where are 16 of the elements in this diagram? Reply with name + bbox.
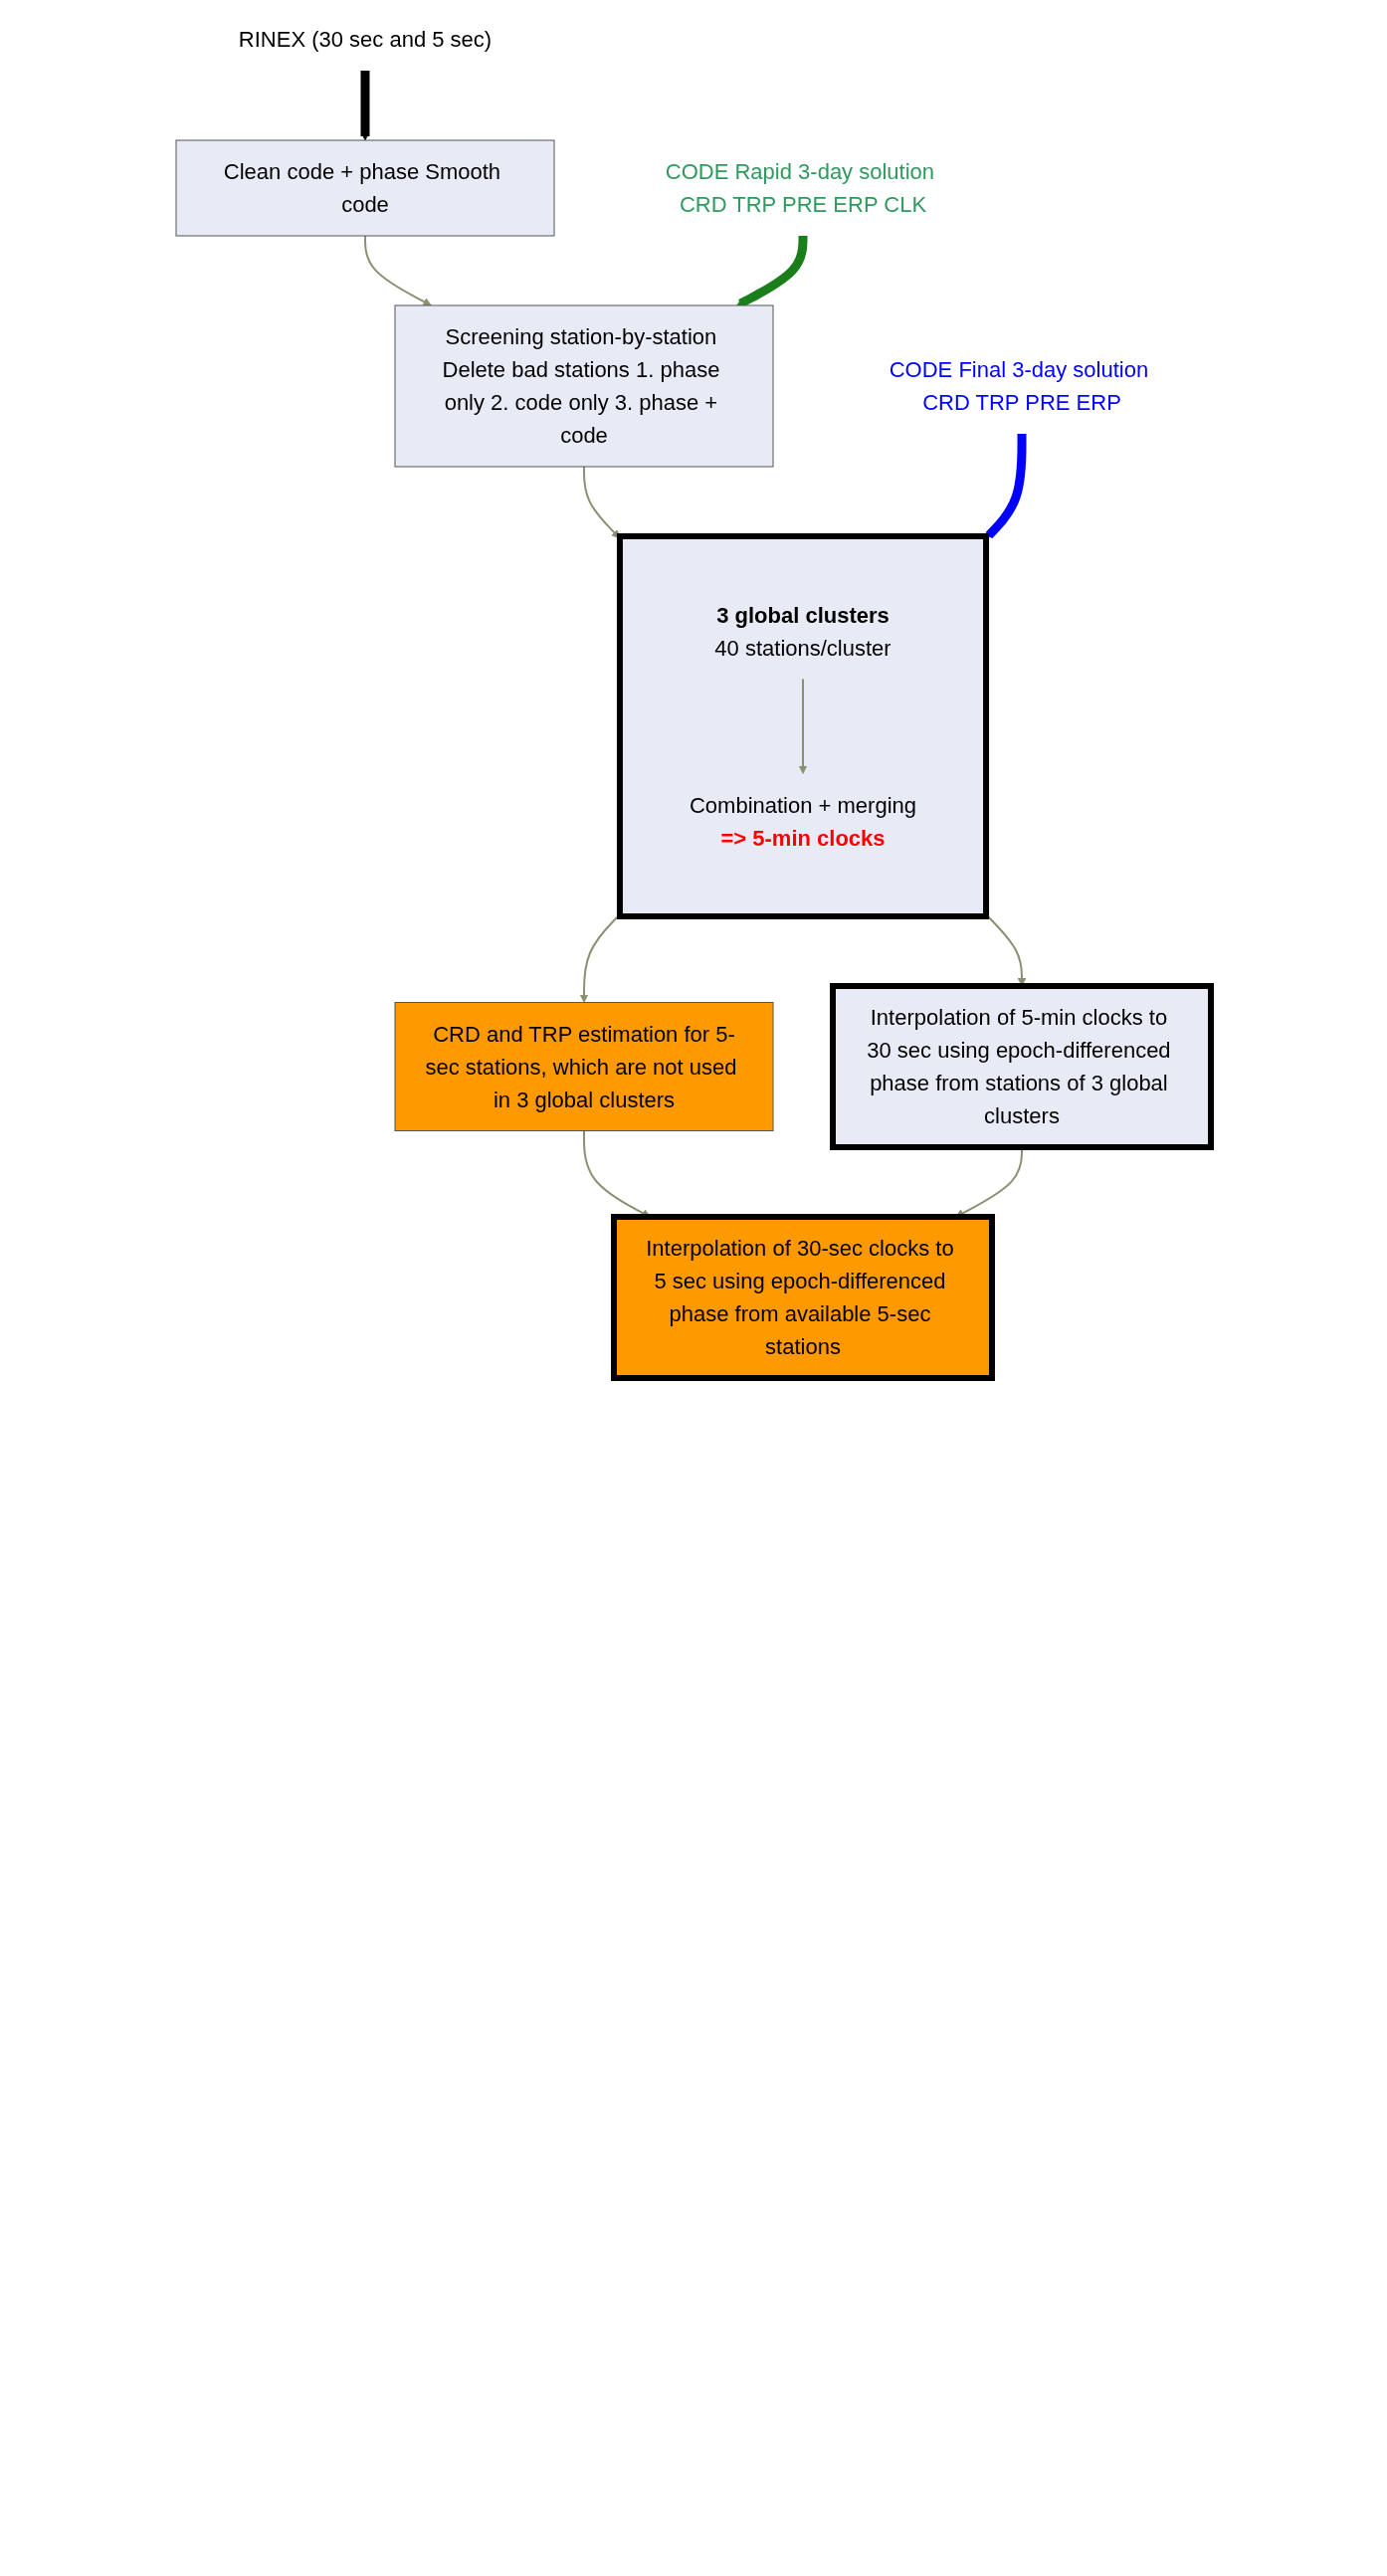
node-text: Combination + merging => 5-min clocks — [689, 792, 917, 851]
arrow — [364, 235, 432, 306]
node-box: Clean code + phase Smooth code — [175, 139, 555, 237]
node-text: CODE Final 3-day solution CRD TRP PRE ERP — [889, 357, 1149, 415]
node-box: Interpolation of 5-min clocks to 30 sec using epoch-differenced phase from stations of 3 global clusters — [830, 983, 1214, 1150]
node-box: Screening station-by-station Delete bad stations 1. phase only 2. code only 3. phase + code — [394, 304, 774, 468]
arrow — [360, 71, 370, 141]
arrow — [583, 466, 621, 539]
arrow — [985, 434, 1027, 539]
node-text: CODE Rapid 3-day solution CRD TRP PRE ERP CLK — [665, 159, 935, 217]
node-text: RINEX (30 sec and 5 sec) — [238, 27, 493, 52]
arrow — [798, 678, 808, 774]
node-box: Interpolation of 30-sec clocks to 5 sec using epoch-differenced phase from available 5-sec stations — [611, 1214, 995, 1381]
node-box: CRD and TRP estimation for 5-sec stations, which are not used in 3 global clusters — [394, 1002, 774, 1131]
node-text: 3 global clusters 40 stations/cluster — [714, 602, 892, 661]
cluster — [616, 533, 990, 919]
